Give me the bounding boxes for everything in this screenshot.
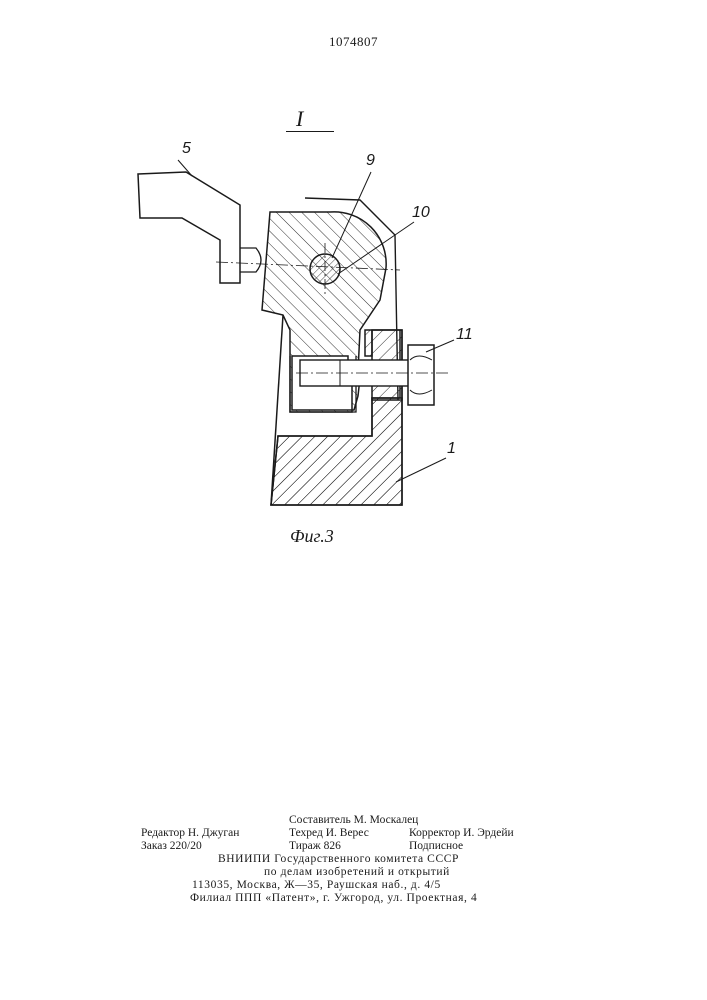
footer-subscription: Подписное (409, 839, 463, 853)
callout-5: 5 (182, 140, 191, 158)
footer-techred: Техред И. Верес (289, 826, 369, 840)
footer-branch: Филиал ППП «Патент», г. Ужгород, ул. Про… (190, 891, 477, 905)
leader-5 (178, 160, 192, 176)
footer-corrector: Корректор И. Эрдейи (409, 826, 514, 840)
callout-9: 9 (366, 152, 375, 170)
footer-address: 113035, Москва, Ж—35, Раушская наб., д. … (192, 878, 441, 892)
footer-order: Заказ 220/20 (141, 839, 202, 853)
callout-10: 10 (412, 204, 430, 222)
figure-caption: Фиг.3 (290, 526, 334, 547)
footer-circulation: Тираж 826 (289, 839, 341, 853)
leader-1 (396, 458, 446, 482)
part-5-bracket (138, 172, 240, 283)
footer-editor: Редактор Н. Джуган (141, 826, 239, 840)
footer-compiler: Составитель М. Москалец (289, 813, 418, 827)
screw-11-head (408, 345, 434, 405)
callout-1: 1 (447, 440, 456, 458)
footer-org: ВНИИПИ Государственного комитета СССР (218, 852, 459, 866)
callout-11: 11 (456, 326, 473, 344)
part-5-tip (240, 248, 261, 272)
part-1-lower (271, 398, 402, 505)
footer-org-sub: по делам изобретений и открытий (264, 865, 450, 879)
